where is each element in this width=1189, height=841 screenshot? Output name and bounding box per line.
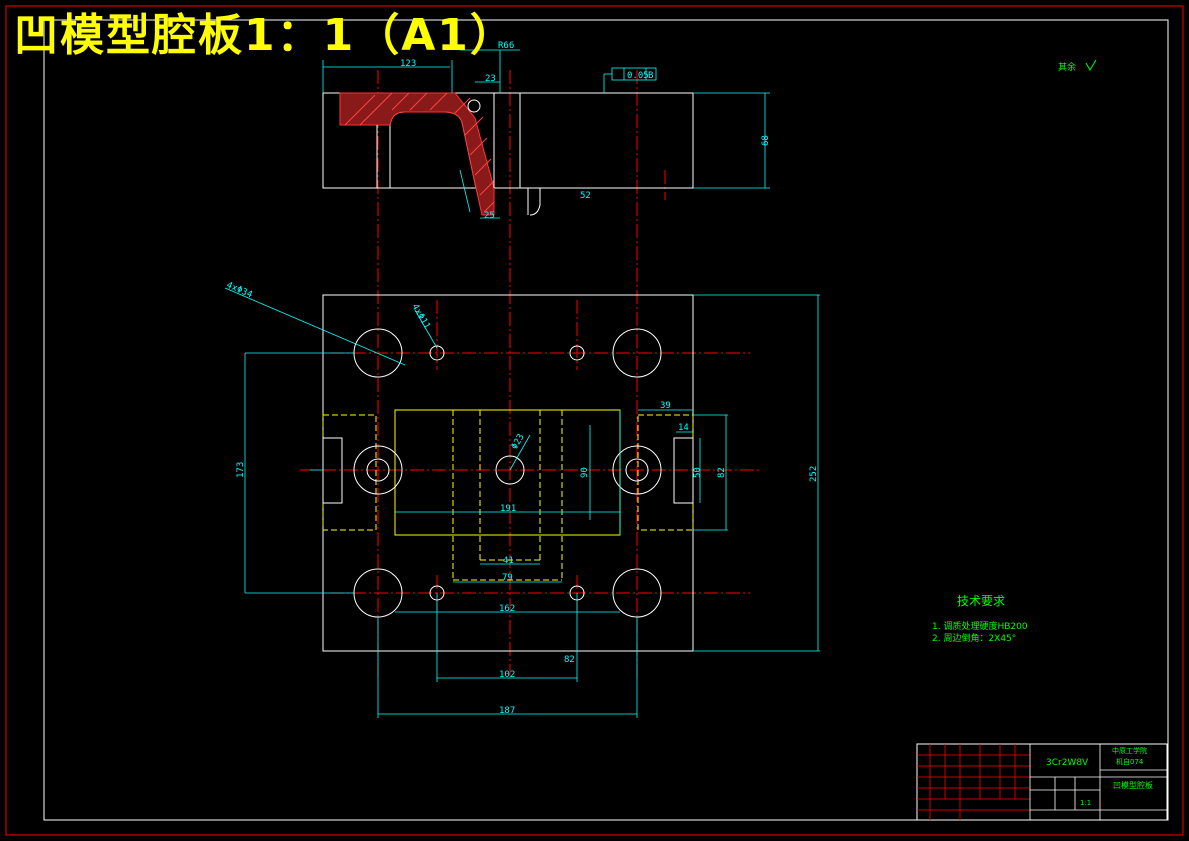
plan-view [224,287,820,718]
dim-82: 82 [717,467,727,478]
inner-frame [43,19,1169,821]
roughness-symbol-icon [1085,59,1097,71]
dim-holes-small: 4xΦ11 [409,303,431,331]
dim-187: 187 [499,706,515,716]
dim-39: 39 [660,401,671,411]
tech-item-1: 1. 调质处理硬度HB200 [932,620,1028,632]
tb-class: 机自074 [1116,757,1144,766]
dim-52: 52 [580,191,591,201]
tb-scale: 1:1 [1080,799,1091,807]
dim-41: 41 [503,556,514,566]
dim-79: 79 [502,573,513,583]
title-block [916,743,1168,821]
dim-90: 90 [580,467,590,478]
dim-25: 25 [484,211,495,221]
tech-item-2: 2. 周边倒角：2X45° [932,632,1016,644]
outer-frame [5,5,1184,836]
dim-tolerance: 0.05 [627,71,649,81]
tech-heading: 技术要求 [957,594,1005,608]
dim-datum: B [648,71,653,81]
dim-123: 123 [400,59,416,69]
tb-material: 3Cr2W8V [1046,758,1089,768]
dim-191: 191 [500,504,516,514]
dim-173: 173 [236,462,246,478]
dim-102: 102 [499,670,515,680]
dim-14: 14 [678,423,689,433]
dim-50: 50 [693,467,703,478]
dim-23: 23 [485,74,496,84]
tb-school: 中原工学院 [1112,746,1147,755]
drawing-title: 凹模型腔板1：1（A1） [14,10,516,61]
dim-82b: 82 [564,655,575,665]
dim-162: 162 [499,604,515,614]
dim-center-hole: Φ23 [510,432,527,451]
dim-holes-4x: 4xΦ34 [225,281,254,301]
dim-r66: R66 [498,41,514,51]
dim-68: 68 [761,135,771,146]
tb-part-name: 凹模型腔板 [1113,780,1153,790]
surface-note: 其余 [1058,61,1076,73]
top-view [322,49,770,219]
dim-252: 252 [809,466,819,482]
center-lines [300,70,760,680]
